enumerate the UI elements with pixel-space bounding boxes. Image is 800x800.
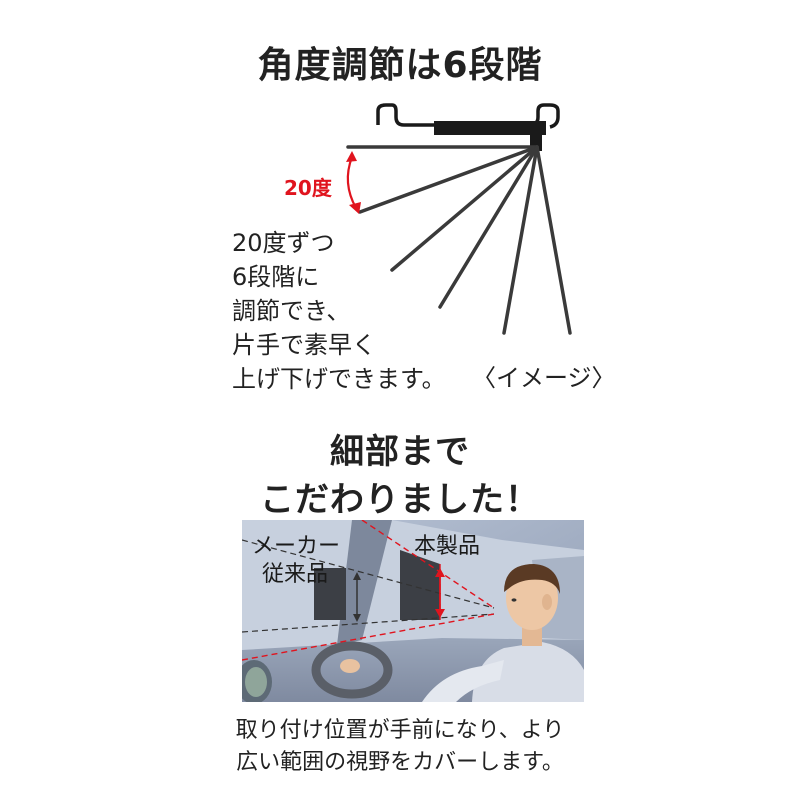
driver-hand (340, 659, 360, 673)
conventional-label-line-2: 従来品 (262, 562, 329, 587)
angle-arrow-head-bottom (349, 202, 361, 214)
clip-bar (434, 121, 546, 135)
caption-line-1: 取り付け位置が手前になり、より (235, 718, 565, 743)
conventional-label-line-1: メーカー (252, 534, 341, 559)
angle-arc-arrow (346, 156, 357, 209)
caption-line-2: 広い範囲の視野をカバーします。 (236, 750, 564, 775)
image-note: 〈イメージ〉 (472, 364, 616, 392)
arm-position-4 (438, 145, 539, 309)
conventional-height-arrow (353, 572, 361, 622)
product-visor (400, 550, 440, 620)
arm-position-2 (358, 145, 539, 214)
a-pillar (337, 520, 392, 645)
angle-label: 20度 (284, 176, 332, 200)
conventional-sight-lines (241, 539, 495, 633)
arm-position-5 (502, 145, 539, 335)
driver-hair (504, 564, 560, 594)
driver-arm (422, 660, 504, 702)
description-line: 片手で素早く (232, 331, 376, 359)
arm-positions (346, 145, 572, 335)
angle-arrow-head-top (346, 151, 357, 162)
details-title-line-2: こだわりました！ (260, 480, 540, 520)
product-sight-lines (241, 519, 495, 661)
product-height-arrow (435, 568, 445, 618)
arm-position-6 (535, 145, 572, 335)
description-line: 6段階に (232, 263, 320, 291)
angle-adjustment-diagram (346, 103, 572, 335)
driver-eye (511, 598, 517, 602)
conventional-visor (314, 568, 346, 620)
steering-wheel (311, 641, 393, 699)
driver-scene-svg (236, 519, 584, 704)
product-sight-line-bottom (241, 613, 495, 661)
conventional-sight-line-top (241, 539, 495, 609)
conventional-sight-line-bottom (241, 613, 495, 633)
side-mirror-glass (245, 667, 267, 697)
description-line: 調節でき、 (232, 297, 351, 325)
angle-section-title: 角度調節は6段階 (257, 45, 543, 86)
product-label: 本製品 (414, 534, 481, 559)
description-line: 上げ下げできます。 (232, 365, 446, 393)
product-sight-line-top (361, 519, 495, 609)
driver-body (472, 642, 584, 702)
description-line: 20度ずつ (232, 229, 335, 257)
driver-ear (542, 594, 552, 610)
driver-view-illustration (236, 519, 584, 704)
arm-position-3 (390, 145, 539, 272)
details-title-line-1: 細部まで (330, 432, 470, 472)
